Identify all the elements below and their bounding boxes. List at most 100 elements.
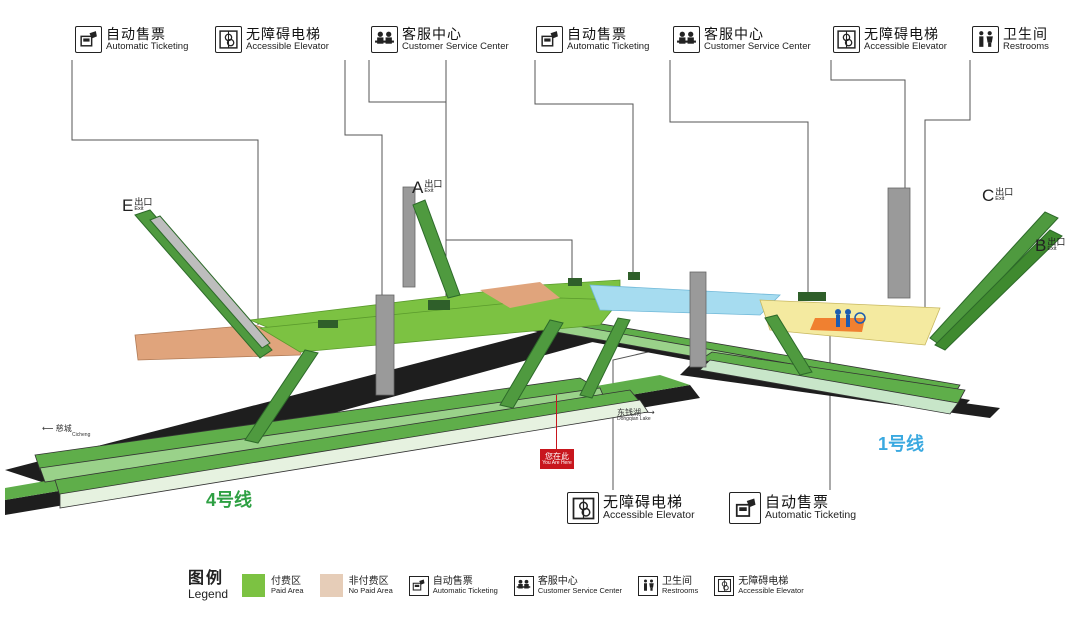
restroom-icon xyxy=(638,575,659,596)
escalator-down-2 xyxy=(499,319,564,409)
facility-en: Restrooms xyxy=(1003,40,1049,52)
exit-cn: 出口 xyxy=(424,179,443,189)
columns xyxy=(375,186,911,396)
service-center-icon xyxy=(371,26,398,53)
direction-cn: 慈城 xyxy=(55,424,72,433)
direction-en: Cicheng xyxy=(72,432,91,438)
accessible-elevator-icon xyxy=(833,26,860,53)
service-center-icon xyxy=(673,26,700,53)
exit-en: Exit xyxy=(424,188,434,194)
restroom-icon xyxy=(972,26,999,53)
legend-en: Restrooms xyxy=(662,586,699,596)
exit-en: Exit xyxy=(995,196,1005,202)
exit-letter: B xyxy=(1035,236,1047,255)
accessible-elevator-icon xyxy=(215,26,242,53)
ticket-icon xyxy=(75,26,102,53)
escalator-down-4 xyxy=(764,314,813,376)
exit-letter: C xyxy=(982,186,995,205)
service-center-icon xyxy=(513,575,534,596)
ticket-machines xyxy=(318,272,826,328)
facility-cn: 自动售票 xyxy=(567,26,627,43)
escalator-b xyxy=(934,229,1063,351)
direction-right: 东钱湖 ⟶ Dongqian Lake xyxy=(617,409,655,422)
line4-train-lower xyxy=(54,389,649,509)
facility-cn: 卫生间 xyxy=(1003,26,1048,43)
you-are-here-pointer xyxy=(556,395,557,449)
direction-en: Dongqian Lake xyxy=(617,416,651,422)
facility-en: Customer Service Center xyxy=(402,40,509,52)
exit-letter: A xyxy=(412,178,424,197)
legend-en: Paid Area xyxy=(271,586,304,596)
legend-cn: 非付费区 xyxy=(348,576,389,588)
line1-train xyxy=(543,315,966,415)
legend-en: No Paid Area xyxy=(348,586,393,596)
escalator-down-3 xyxy=(579,317,631,399)
exit-cn: 出口 xyxy=(1047,237,1066,247)
escalator-c xyxy=(929,211,1059,346)
facility-en: Accessible Elevator xyxy=(864,40,947,52)
direction-cn: 东钱湖 xyxy=(617,408,641,417)
nonpaid-center xyxy=(480,282,560,308)
legend-en: Customer Service Center xyxy=(537,586,623,596)
legend-cn: 付费区 xyxy=(271,576,302,588)
facility-cn: 自动售票 xyxy=(765,493,830,511)
legend-title: 图例 Legend xyxy=(188,570,229,601)
legend-cn: 自动售票 xyxy=(432,576,473,588)
exit-cn: 出口 xyxy=(995,187,1014,197)
nonpaid-area-swatch xyxy=(319,574,343,598)
ticket-icon xyxy=(408,575,429,596)
facility-en: Automatic Ticketing xyxy=(567,40,650,52)
legend-title-en: Legend xyxy=(188,586,229,601)
legend-en: Automatic Ticketing xyxy=(432,586,498,596)
you-are-here-cn: 您在此 xyxy=(545,451,569,461)
accessible-elevator-icon xyxy=(567,492,599,524)
line4-label: 4号线 xyxy=(206,490,253,510)
ticket-icon xyxy=(536,26,563,53)
facility-cn: 客服中心 xyxy=(402,26,462,43)
facility-cn: 无障碍电梯 xyxy=(246,26,321,43)
legend-title-cn: 图例 xyxy=(188,570,225,587)
paid-area-swatch xyxy=(242,574,266,598)
direction-arrow-right-icon: ⟶ xyxy=(643,408,655,417)
facility-en: Customer Service Center xyxy=(704,40,811,52)
ticket-icon xyxy=(729,492,761,524)
legend-cn: 无障碍电梯 xyxy=(738,576,789,588)
facility-en: Accessible Elevator xyxy=(246,40,329,52)
accessible-elevator-icon xyxy=(714,575,735,596)
exit-en: Exit xyxy=(134,206,144,212)
facility-en: Automatic Ticketing xyxy=(106,40,189,52)
facility-en: Automatic Ticketing xyxy=(765,509,857,522)
legend-cn: 客服中心 xyxy=(537,576,578,588)
escalator-a xyxy=(412,199,461,299)
facility-cn: 客服中心 xyxy=(704,26,764,43)
direction-left: ⟵ 慈城 Cicheng xyxy=(42,425,90,438)
direction-arrow-left-icon: ⟵ 慈城 xyxy=(42,424,72,433)
you-are-here-en: You Are Here xyxy=(542,459,572,466)
escalator-down-1 xyxy=(244,349,319,444)
accessible-people xyxy=(835,309,866,327)
exit-en: Exit xyxy=(1047,246,1057,252)
legend-cn: 卫生间 xyxy=(662,576,693,588)
facility-cn: 无障碍电梯 xyxy=(864,26,939,43)
exit-cn: 出口 xyxy=(134,197,153,207)
facility-en: Accessible Elevator xyxy=(603,509,695,522)
